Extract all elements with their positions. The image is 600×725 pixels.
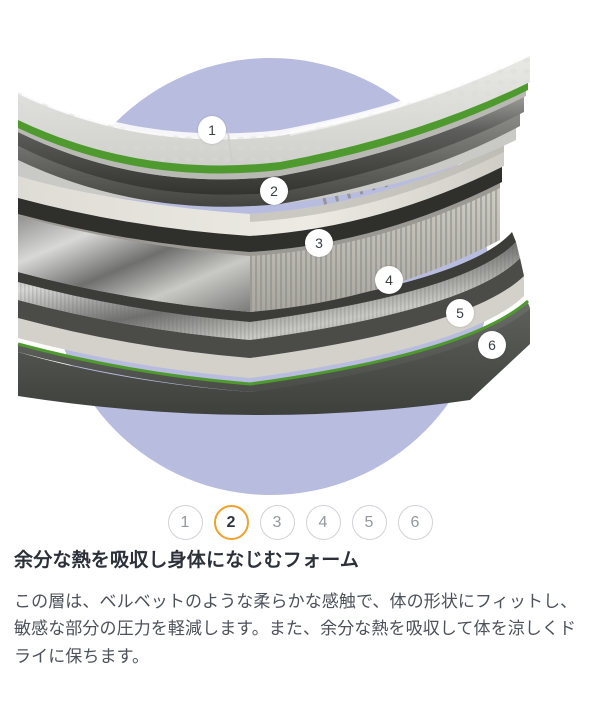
callout-marker-3[interactable]: 3 (305, 229, 333, 257)
layer-description: この層は、ベルベットのような柔らかな感触で、体の形状にフィットし、敏感な部分の圧… (14, 591, 578, 666)
layer-description-block: 余分な熱を吸収し身体になじむフォーム この層は、ベルベットのような柔らかな感触で… (14, 549, 586, 670)
layer-6-base (17, 299, 530, 416)
pager-dot-4[interactable]: 4 (305, 505, 341, 540)
pager-dot-5[interactable]: 5 (351, 505, 387, 540)
callout-marker-5[interactable]: 5 (446, 299, 474, 327)
callout-marker-6[interactable]: 6 (478, 331, 506, 359)
callout-marker-4[interactable]: 4 (375, 266, 403, 294)
layer-5-gel (18, 232, 524, 378)
pager-dot-2[interactable]: 2 (213, 505, 249, 540)
mattress-illustration (17, 50, 530, 416)
pager-dot-3[interactable]: 3 (259, 505, 295, 540)
pager-dot-6[interactable]: 6 (397, 505, 433, 540)
layer-pagination: 1 2 3 4 5 6 (0, 505, 600, 540)
mattress-layer-figure: 1 2 3 4 5 6 (17, 50, 530, 495)
pager-dot-1[interactable]: 1 (167, 505, 203, 540)
layer-title: 余分な熱を吸収し身体になじむフォーム (14, 550, 360, 571)
callout-marker-1[interactable]: 1 (198, 116, 226, 144)
layer-1-cover (18, 50, 530, 174)
callout-marker-2[interactable]: 2 (260, 177, 288, 205)
